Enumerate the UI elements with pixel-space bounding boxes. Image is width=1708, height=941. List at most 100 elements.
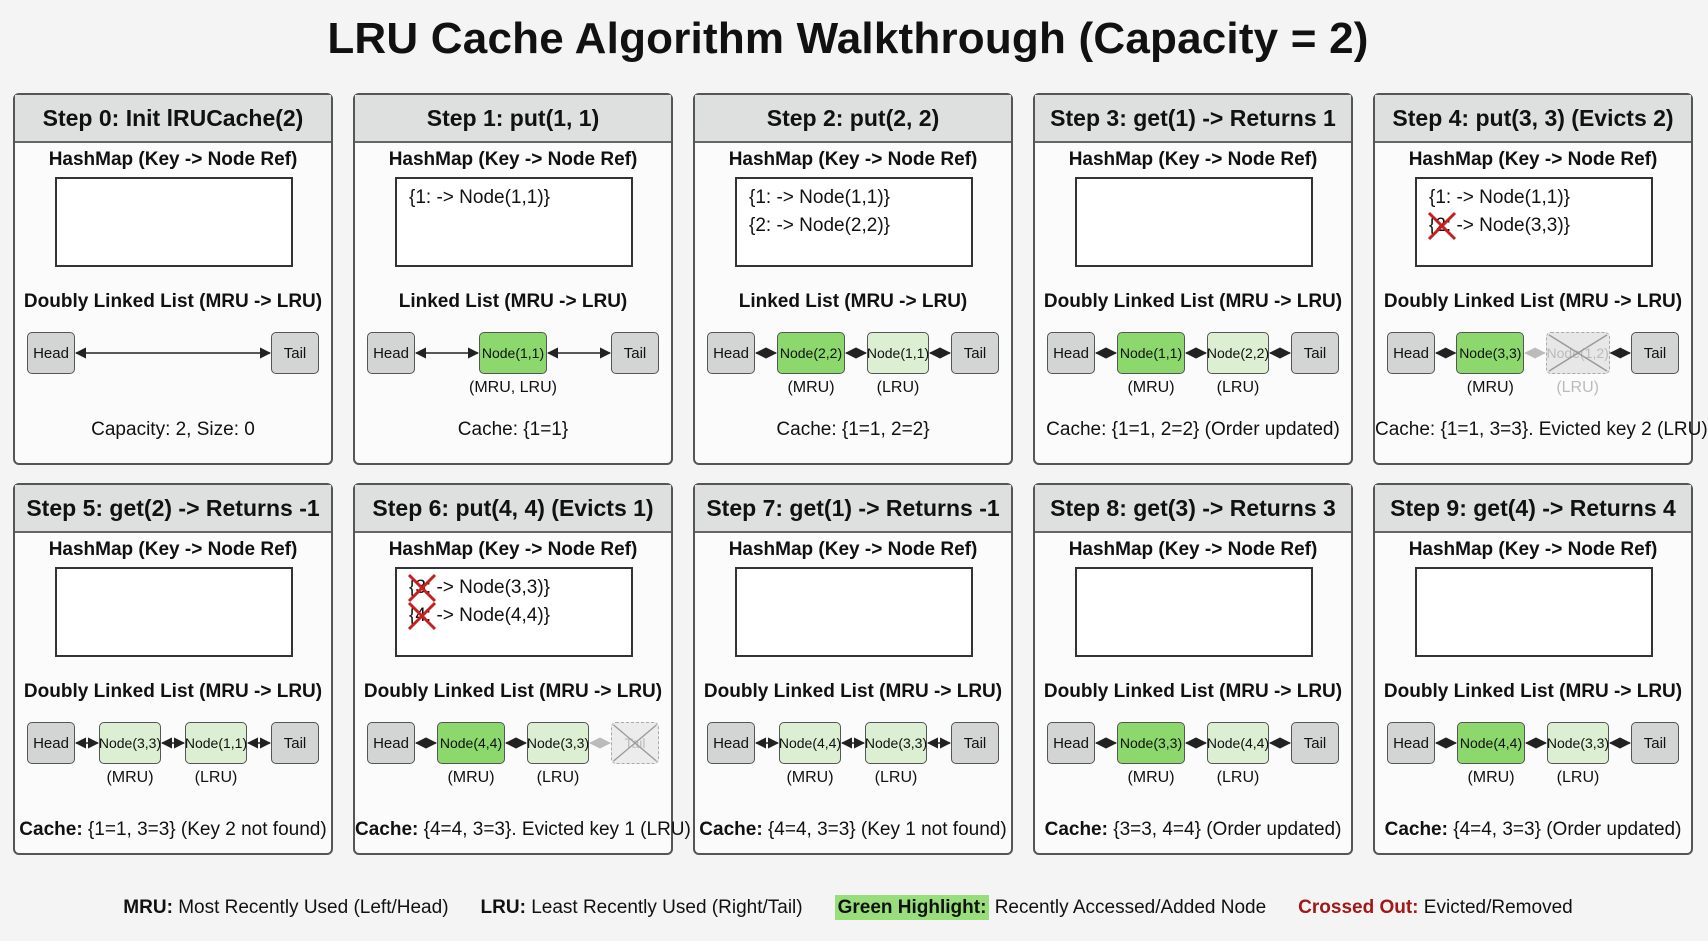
step-panel-2: Step 2: put(2, 2)HashMap (Key -> Node Re… [693, 93, 1013, 465]
linked-list-label: Doubly Linked List (MRU -> LRU) [1383, 291, 1683, 312]
legend-crossed-text: Evicted/Removed [1423, 897, 1573, 918]
list-node: Head [707, 722, 755, 764]
cross-out-icon [613, 724, 657, 762]
cache-summary: Cache: {1=1, 2=2} [695, 419, 1011, 441]
node-position-label: (LRU) [876, 379, 920, 396]
list-node: Tail [1291, 722, 1339, 764]
hashmap-entry: {4: -> Node(4,4)} [407, 601, 550, 631]
list-node-text: Head [373, 344, 409, 362]
step-header: Step 8: get(3) -> Returns 3 [1035, 485, 1351, 533]
list-node-text: Tail [1303, 734, 1327, 752]
hashmap-label: HashMap (Key -> Node Ref) [728, 539, 978, 560]
linked-list-label: Doubly Linked List (MRU -> LRU) [1043, 291, 1343, 312]
cache-summary: Cache: {1=1, 3=3} (Key 2 not found) [15, 819, 331, 841]
step-header: Step 6: put(4, 4) (Evicts 1) [355, 485, 671, 533]
list-node: Node(1,2) [1545, 332, 1610, 374]
list-node-text: Node(4,4) [1206, 735, 1270, 751]
list-node-text: Tail [623, 344, 647, 362]
linked-list-links [414, 737, 612, 749]
step-panel-0: Step 0: Init lRUCache(2)HashMap (Key -> … [13, 93, 333, 465]
linked-list-label: Doubly Linked List (MRU -> LRU) [23, 681, 323, 702]
list-node-text: Tail [283, 344, 307, 362]
list-node-text: Node(3,3) [1119, 735, 1183, 751]
list-node: Node(1,1) [1117, 332, 1185, 374]
list-node: Node(4,4) [437, 722, 505, 764]
hashmap-label: HashMap (Key -> Node Ref) [1408, 149, 1658, 170]
legend-green: Green Highlight: Recently Accessed/Added… [834, 895, 1267, 920]
linked-list-label: Doubly Linked List (MRU -> LRU) [1043, 681, 1343, 702]
hashmap-box [1415, 567, 1653, 657]
cache-summary-key: Cache: [19, 819, 83, 840]
linked-list-links [1434, 347, 1632, 359]
list-node: Head [27, 332, 75, 374]
list-node-text: Node(4,4) [1459, 735, 1523, 751]
cache-summary-text: Cache: {1=1, 2=2} [776, 419, 930, 440]
linked-list-links [414, 347, 612, 359]
hashmap-box: {1: -> Node(1,1)} [395, 177, 633, 267]
node-position-label: (LRU) [1216, 769, 1260, 786]
list-node-text: Node(1,1) [866, 345, 930, 361]
list-node: Head [1387, 332, 1435, 374]
step-panel-7: Step 7: get(1) -> Returns -1 HashMap (Key… [693, 483, 1013, 855]
list-node: Node(3,3) [99, 722, 161, 764]
node-position-label: (LRU) [1556, 769, 1600, 786]
hashmap-entry-text: {1: -> Node(1,1)} [749, 187, 891, 208]
node-position-label: (MRU) [1466, 379, 1514, 396]
list-node: Tail [1631, 332, 1679, 374]
list-node-text: Head [713, 344, 749, 362]
list-node-text: Tail [1303, 344, 1327, 362]
hashmap-box [55, 567, 293, 657]
list-node-text: Tail [963, 734, 987, 752]
list-node-text: Head [373, 734, 409, 752]
legend-mru-key: MRU: [123, 897, 173, 918]
hashmap-label: HashMap (Key -> Node Ref) [1408, 539, 1658, 560]
list-node: Head [1387, 722, 1435, 764]
step-panel-1: Step 1: put(1, 1)HashMap (Key -> Node Re… [353, 93, 673, 465]
hashmap-label: HashMap (Key -> Node Ref) [48, 149, 298, 170]
list-node: Tail [611, 722, 659, 764]
hashmap-label: HashMap (Key -> Node Ref) [1068, 539, 1318, 560]
hashmap-label: HashMap (Key -> Node Ref) [388, 539, 638, 560]
linked-list-links [1094, 347, 1292, 359]
list-node: Node(3,3) [865, 722, 927, 764]
node-position-label: (LRU) [874, 769, 918, 786]
linked-list-label: Doubly Linked List (MRU -> LRU) [23, 291, 323, 312]
cross-out-icon [407, 601, 437, 631]
node-position-label: (LRU) [1556, 379, 1599, 396]
linked-list-label: Doubly Linked List (MRU -> LRU) [1383, 681, 1683, 702]
list-node: Node(1,1) [479, 332, 547, 374]
page-title: LRU Cache Algorithm Walkthrough (Capacit… [327, 14, 1369, 63]
list-node-text: Node(3,3) [1459, 345, 1522, 361]
linked-list-links [74, 737, 272, 749]
node-position-label: (MRU) [1467, 769, 1515, 786]
list-node: Head [27, 722, 75, 764]
list-node: Node(3,3) [1547, 722, 1609, 764]
cross-out-icon [1427, 211, 1457, 241]
list-node: Tail [951, 332, 999, 374]
list-node: Head [1047, 722, 1095, 764]
node-position-label: (MRU) [447, 769, 495, 786]
hashmap-box: {1: -> Node(1,1)}{2: -> Node(3,3)} [1415, 177, 1653, 267]
legend-green-text: Recently Accessed/Added Node [994, 897, 1267, 918]
list-node-text: Node(2,2) [1206, 345, 1270, 361]
step-header: Step 9: get(4) -> Returns 4 [1375, 485, 1691, 533]
legend-crossed-key: Crossed Out: [1298, 897, 1419, 918]
list-node-text: Head [713, 734, 749, 752]
cache-summary-key: Cache: [355, 819, 419, 840]
step-header: Step 7: get(1) -> Returns -1 [695, 485, 1011, 533]
list-node: Node(4,4) [1457, 722, 1525, 764]
list-node-text: Head [33, 344, 69, 362]
legend-lru-key: LRU: [480, 897, 526, 918]
linked-list-label: Linked List (MRU -> LRU) [738, 291, 968, 312]
list-node-text: Tail [1643, 344, 1667, 362]
cache-summary: Capacity: 2, Size: 0 [15, 419, 331, 441]
list-node: Node(3,3) [1456, 332, 1525, 374]
list-node: Node(3,3) [1117, 722, 1185, 764]
node-position-label: (MRU) [787, 379, 835, 396]
step-header: Step 2: put(2, 2) [695, 95, 1011, 143]
cache-summary-text: Cache: {1=1} [457, 419, 569, 440]
hashmap-entry: {3: -> Node(3,3)} [407, 573, 550, 603]
hashmap-entry: {2: -> Node(3,3)} [1427, 211, 1570, 241]
